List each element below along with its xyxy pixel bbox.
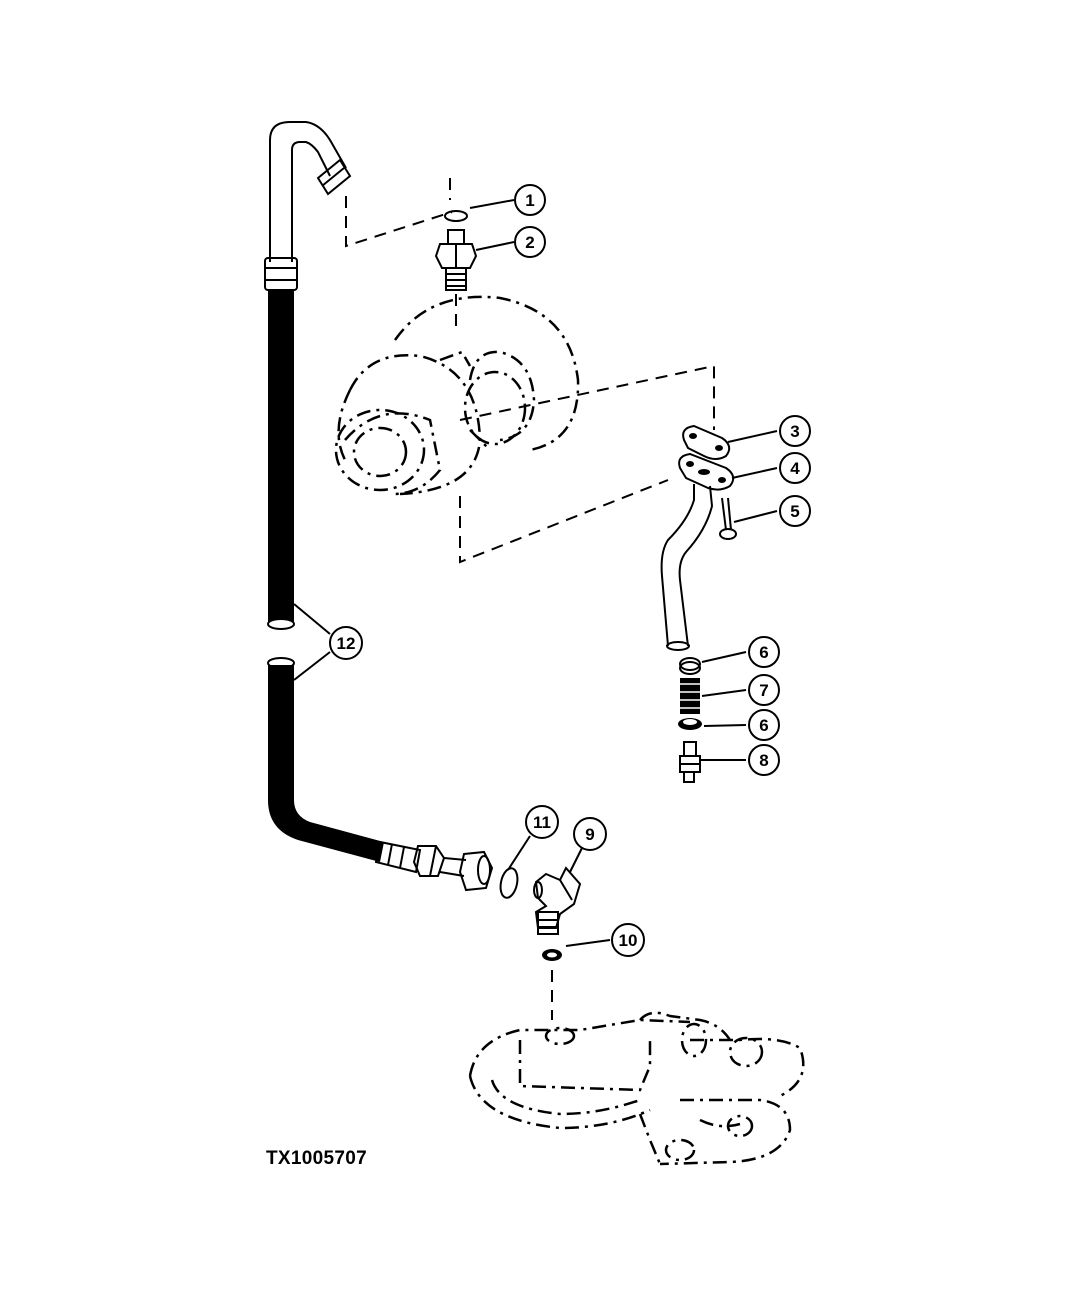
callout-leaders [293,199,778,947]
drain-flange-part [678,452,735,491]
callout-5: 5 [779,495,811,527]
drain-fitting-part [679,741,701,783]
callout-label: 8 [759,751,768,770]
callout-7: 7 [748,674,780,706]
callout-10: 10 [611,923,645,957]
turbocharger-phantom [334,295,580,496]
callout-label: 5 [790,502,799,521]
callout-6a: 6 [748,636,780,668]
cap-screw-part [719,497,737,540]
callout-label: 10 [619,931,638,950]
hose-clamp-part [678,718,702,730]
callout-3: 3 [779,415,811,447]
assembly-path-lines [345,178,715,1020]
callout-label: 4 [790,459,800,478]
callout-8: 8 [748,744,780,776]
drain-hose-part [680,678,700,714]
callout-label: 7 [759,681,768,700]
callout-1: 1 [514,184,546,216]
callout-4: 4 [779,452,811,484]
figure-id-label: TX1005707 [266,1148,367,1169]
drain-gasket-part [682,424,731,460]
o-ring-part [444,210,468,222]
callout-11: 11 [525,805,559,839]
oil-supply-hose-lower [267,657,494,892]
callout-label: 9 [585,825,594,844]
oil-drain-tube [660,484,714,651]
oil-filter-base-phantom [468,1011,805,1166]
hose-clamp-part [679,657,701,675]
callout-label: 3 [790,422,799,441]
callout-2: 2 [514,226,546,258]
callout-12: 12 [329,626,363,660]
callout-label: 6 [759,716,768,735]
callout-label: 2 [525,233,534,252]
callout-label: 6 [759,643,768,662]
callout-6b: 6 [748,709,780,741]
connector-fitting-part [434,229,478,291]
callout-label: 1 [525,191,534,210]
callout-label: 11 [533,813,551,832]
callout-9: 9 [573,817,607,851]
elbow-fitting-part [533,866,582,935]
callout-label: 12 [337,634,356,653]
o-ring-part [499,867,519,899]
sealing-washer-part [542,949,562,961]
oil-supply-hose-upper [264,121,352,630]
